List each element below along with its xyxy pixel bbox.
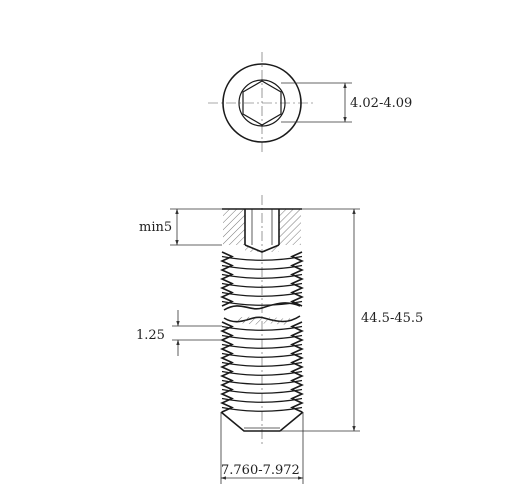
lower-thread-group	[220, 321, 304, 413]
pitch-dimension-label: 1.25	[136, 328, 165, 343]
socket-depth-dimension-label: min5	[139, 220, 172, 235]
end-view-inner-circle	[238, 79, 286, 127]
socket-cone-bottom	[244, 244, 280, 253]
thread-crest	[221, 343, 303, 349]
break-line-top	[223, 302, 301, 311]
bottom-point-cone	[220, 411, 304, 432]
end-view-outer-circle	[222, 63, 302, 143]
thread-crest	[221, 334, 303, 340]
side-view: min5 1.25 44.5-45.5 7.760-7.972	[136, 195, 423, 484]
socket-bottom-hatch	[245, 245, 279, 252]
hex-socket-dimension-label: 4.02-4.09	[350, 96, 412, 111]
thread-crest	[221, 361, 303, 367]
thread-profile-right	[290, 251, 304, 307]
thread-crest	[221, 282, 303, 288]
thread-crest	[221, 255, 303, 261]
thread-crest	[221, 397, 303, 403]
thread-profile-left	[220, 251, 234, 307]
total-length-dimension-label: 44.5-45.5	[361, 311, 423, 326]
head-section-left-hatch	[223, 209, 245, 245]
thread-crest	[221, 370, 303, 376]
thread-crest	[221, 291, 303, 297]
end-view: 4.02-4.09	[208, 52, 412, 152]
thread-crest	[221, 273, 303, 279]
thread-crest	[221, 379, 303, 385]
break-hatch	[238, 316, 290, 325]
thread-crest	[221, 300, 303, 306]
thread-diameter-dimension-label: 7.760-7.972	[221, 463, 300, 478]
thread-crest	[221, 264, 303, 270]
thread-crest	[221, 352, 303, 358]
thread-crest	[221, 325, 303, 331]
thread-crest	[221, 388, 303, 394]
head-section-right-hatch	[279, 209, 301, 245]
hex-socket-outline	[242, 80, 282, 126]
upper-thread-group	[220, 251, 304, 307]
thread-crest	[221, 406, 303, 412]
